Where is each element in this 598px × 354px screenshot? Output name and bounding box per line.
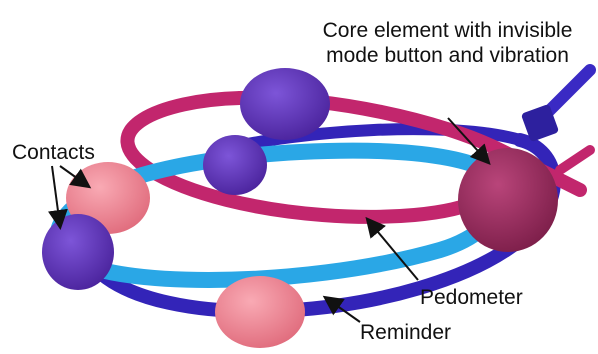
purple-bead-top [240,68,330,140]
core-element-label: Core element with invisible mode button … [305,18,590,68]
pink-bead-bottom [215,276,305,348]
pedometer-label: Pedometer [420,285,523,310]
contacts-label: Contacts [12,140,95,165]
purple-bead-middle [203,135,267,195]
purple-bead-left [42,214,114,290]
core-bead [458,148,558,252]
reminder-label: Reminder [360,320,451,345]
